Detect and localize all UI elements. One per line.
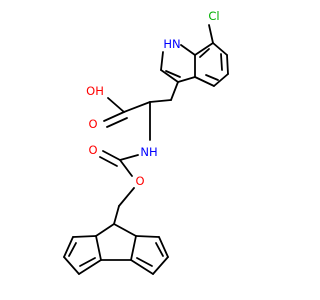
amide-nitrogen-label: NH (140, 145, 157, 159)
bond-line-36 (78, 259, 102, 275)
bond-line-19 (103, 111, 125, 122)
bond-line-41 (152, 256, 169, 275)
bond-line-9 (199, 48, 210, 58)
bond-line-7 (220, 53, 223, 71)
bond-line-13 (177, 76, 196, 83)
bond-line-35 (63, 256, 80, 275)
bond-line-23 (102, 150, 121, 161)
indole-nitrogen-label: HN (163, 37, 180, 51)
bond-line-0 (208, 24, 214, 44)
bond-line-18 (107, 97, 125, 113)
bond-line-29 (113, 223, 137, 237)
bond-line-25 (119, 159, 133, 177)
chlorine-atom-label: Cl (208, 9, 219, 23)
bond-line-31 (130, 235, 137, 261)
bond-line-26 (118, 187, 135, 207)
bond-line-39 (135, 235, 160, 238)
bond-lines (63, 24, 229, 275)
bond-line-33 (72, 235, 97, 238)
bond-line-27 (113, 205, 120, 225)
bond-line-44 (136, 257, 153, 267)
molecule-structure: Cl HN OH O NH O O (63, 9, 229, 275)
bond-line-8 (205, 74, 219, 81)
bond-line-43 (155, 242, 164, 257)
ester-oxygen-label: O (135, 174, 144, 188)
bond-line-4 (194, 76, 215, 87)
bond-line-42 (130, 259, 154, 275)
bond-line-1 (212, 42, 228, 56)
bond-line-14 (165, 70, 181, 78)
bond-line-34 (63, 236, 74, 258)
bond-line-11 (160, 51, 164, 71)
acid-carbonyl-oxygen-label: O (88, 117, 97, 131)
bond-line-6 (194, 42, 214, 56)
bond-line-12 (160, 69, 179, 83)
bond-line-24 (99, 156, 118, 167)
bond-line-28 (95, 223, 115, 237)
bond-line-3 (213, 73, 229, 87)
bond-line-17 (123, 101, 151, 113)
bond-line-16 (149, 99, 172, 103)
bond-line-37 (68, 242, 77, 257)
bond-line-38 (79, 257, 96, 267)
bond-line-20 (106, 117, 128, 128)
carbamate-carbonyl-oxygen-label: O (88, 143, 97, 157)
bond-line-40 (158, 236, 169, 258)
bond-line-2 (226, 54, 229, 75)
bond-line-15 (170, 81, 179, 101)
bond-line-10 (180, 44, 196, 56)
bond-line-30 (95, 235, 102, 261)
bond-line-22 (119, 154, 139, 161)
acid-hydroxyl-label: OH (86, 84, 104, 98)
